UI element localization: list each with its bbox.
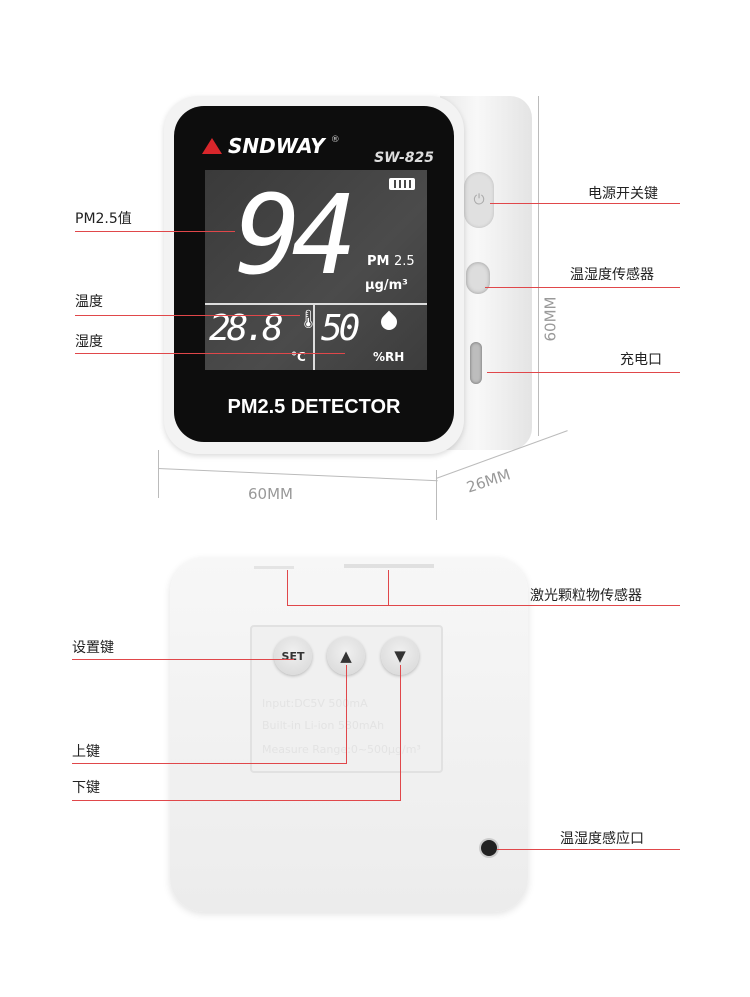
label-pm25: PM2.5值 (75, 211, 132, 227)
label-charge-port: 充电口 (620, 352, 662, 368)
battery-icon (389, 178, 415, 190)
lcd-divider-vertical (313, 305, 315, 370)
thermometer-icon: 🌡︎ (297, 309, 320, 330)
leader-line (75, 353, 345, 354)
leader-line (388, 570, 389, 605)
spec-text: Built-in Li-ion 580mAh (262, 719, 385, 732)
pm-value: 94 (235, 171, 357, 299)
pm-label: PM 2.5 (367, 254, 415, 269)
leader-line (497, 849, 680, 850)
label-power-key: 电源开关键 (588, 186, 658, 202)
laser-sensor-vent (344, 564, 434, 568)
dimension-line (157, 468, 438, 482)
set-button[interactable]: SET (274, 637, 312, 675)
power-button: ⏻ (464, 172, 494, 228)
dimension-line (538, 96, 539, 436)
leader-line (487, 372, 680, 373)
lcd-display: 94 PM 2.5 μg/m³ 28.8 🌡︎ °C 50 %RH (205, 170, 427, 370)
leader-line (72, 763, 347, 764)
leader-line (346, 665, 347, 763)
leader-line (72, 800, 401, 801)
label-up-key: 上键 (72, 744, 100, 760)
leader-line (75, 231, 235, 232)
label-th-port: 温湿度感应口 (560, 831, 644, 847)
laser-sensor-vent (254, 566, 294, 569)
product-name: PM2.5 DETECTOR (227, 396, 401, 418)
leader-line (287, 570, 288, 605)
brand-logo: SNDWAY ® (202, 134, 340, 158)
leader-line (75, 315, 300, 316)
dimension-line (158, 450, 159, 498)
th-port-hole (481, 840, 497, 856)
leader-line (72, 659, 294, 660)
label-set-key: 设置键 (72, 640, 114, 656)
charge-port (470, 342, 482, 384)
width-dimension: 60MM (248, 485, 293, 503)
sensor-vent (466, 262, 490, 294)
dimension-line (436, 470, 437, 520)
height-dimension: 60MM (541, 296, 560, 342)
leader-line (400, 665, 401, 800)
label-down-key: 下键 (72, 780, 100, 796)
pm-unit: μg/m³ (365, 278, 408, 293)
label-laser-sensor: 激光颗粒物传感器 (530, 588, 642, 604)
spec-text: Measure Range:0~500μg/m³ (262, 743, 421, 756)
lcd-divider (205, 303, 427, 305)
leader-line (287, 605, 680, 606)
water-drop-icon (377, 310, 401, 334)
humidity-value: 50 (321, 308, 360, 349)
label-temperature: 温度 (75, 294, 103, 310)
label-th-sensor: 温湿度传感器 (570, 267, 654, 283)
leader-line (490, 203, 680, 204)
spec-text: Input:DC5V 500mA (262, 697, 368, 710)
model-number: SW-825 (374, 150, 434, 166)
humidity-unit: %RH (373, 350, 405, 364)
label-humidity: 湿度 (75, 334, 103, 350)
leader-line (485, 287, 680, 288)
depth-dimension: 26MM (464, 465, 513, 497)
